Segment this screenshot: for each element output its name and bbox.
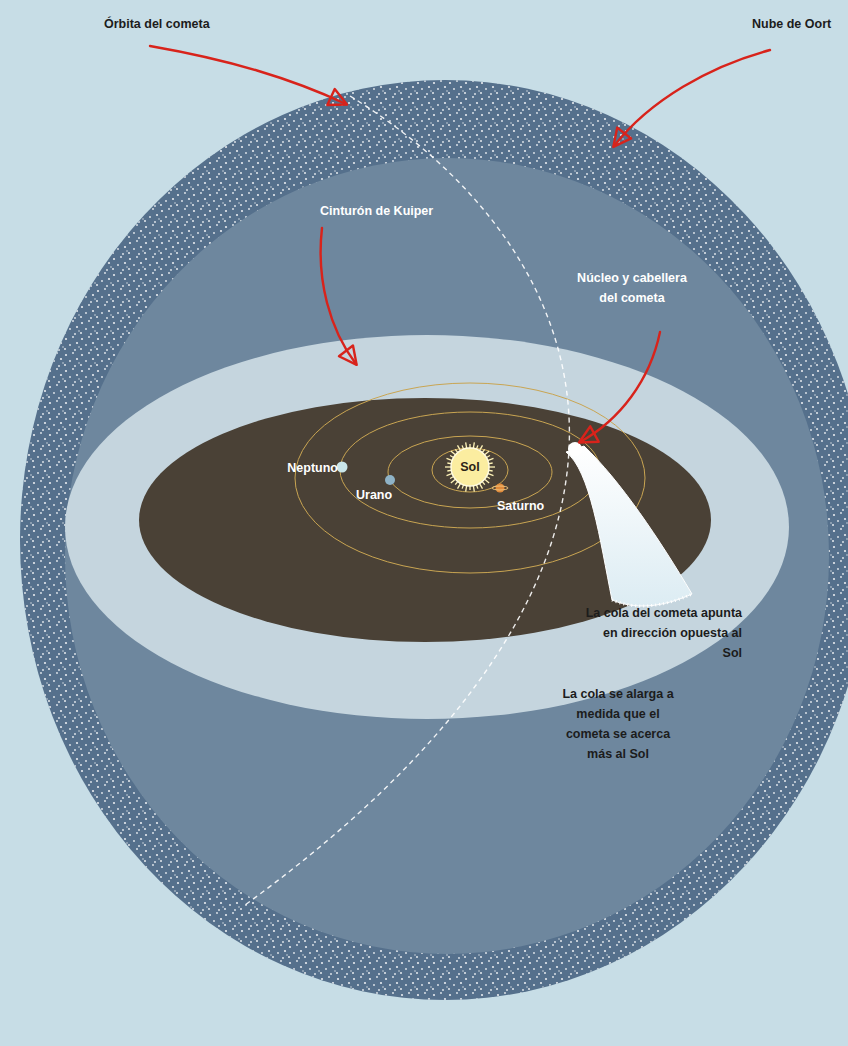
comet-tail [566,446,692,606]
planet-label: Urano [356,485,406,505]
oort-cloud-dots [20,80,848,1000]
comet-nucleus [568,442,582,456]
leader-arrow [321,228,356,364]
tail-note: La cola se alarga a medida que el cometa… [556,684,680,764]
saturn-ring [492,486,508,490]
leader-arrow [150,46,346,104]
comet-orbit [245,96,569,905]
orbit-label: Órbita del cometa [104,14,234,34]
kuiper-belt [65,335,789,719]
uranus-planet [385,475,395,485]
saturn-planet [496,484,505,493]
comet-tail-edge [612,594,692,606]
sun-label: Sol [445,460,495,474]
planet-label: Neptuno [280,458,338,478]
nucleus-label: Núcleo y cabellera del cometa [574,268,690,308]
neptune-planet [337,462,348,473]
leader-arrow [614,50,770,146]
oort-cloud [20,80,848,1000]
leader-arrows [150,46,770,442]
inner-space [65,158,829,954]
planet-label: Saturno [497,496,561,516]
kuiper-label: Cinturón de Kuiper [320,201,460,221]
oort-label: Nube de Oort [752,14,844,34]
tail-note: La cola del cometa apunta en dirección o… [584,603,742,663]
leader-arrow [580,332,660,442]
sun-node: Sol [445,442,495,492]
